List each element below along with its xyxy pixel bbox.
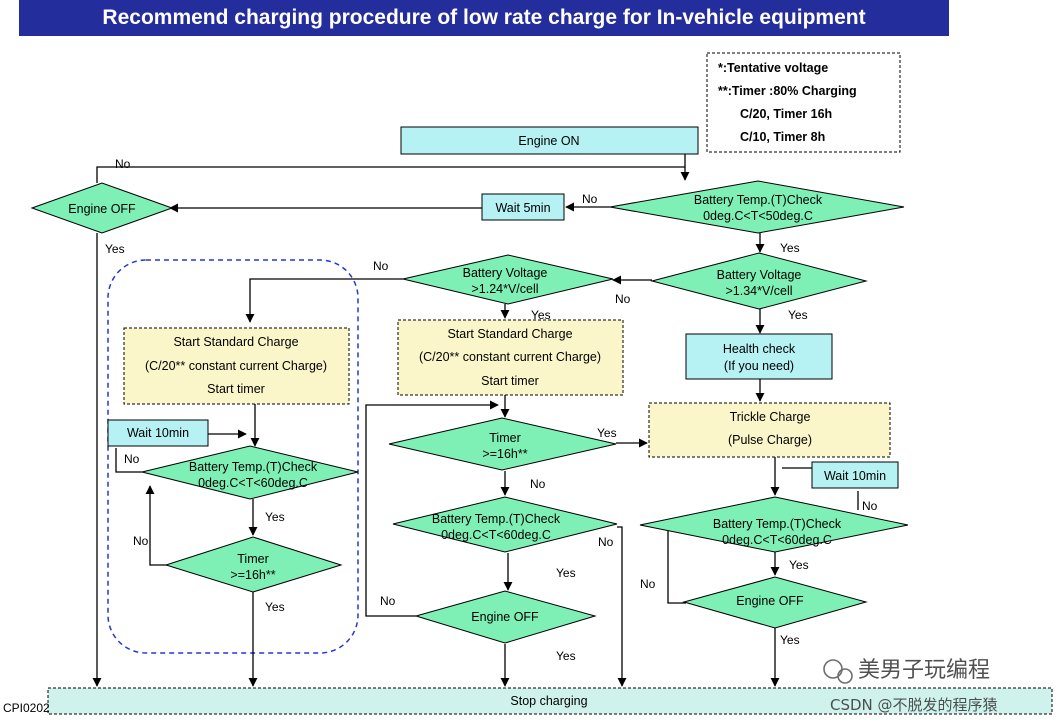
timer-check-left: Timer >=16h** [164, 536, 343, 593]
svg-text:Health check: Health check [723, 342, 796, 356]
label-no: No [115, 157, 131, 171]
svg-text:>1.24*V/cell: >1.24*V/cell [471, 282, 538, 296]
engine-on-box: Engine ON [400, 126, 699, 155]
slide-code: CPI0202 [3, 701, 50, 715]
label-no: No [530, 477, 546, 491]
svg-text:Wait 10min: Wait 10min [824, 469, 886, 483]
note-c10: C/10, Timer 8h [740, 130, 825, 144]
svg-text:Wait 5min: Wait 5min [495, 201, 550, 215]
notes-box: *:Tentative voltage **:Timer :80% Chargi… [706, 52, 901, 153]
note-tentative: *:Tentative voltage [718, 61, 828, 75]
timer-check-middle: Timer >=16h** [388, 417, 617, 471]
battery-voltage-134: Battery Voltage >1.34*V/cell [650, 252, 868, 310]
svg-text:>1.34*V/cell: >1.34*V/cell [725, 284, 792, 298]
svg-text:Engine ON: Engine ON [518, 134, 579, 148]
label-yes: Yes [531, 308, 551, 322]
svg-text:Timer: Timer [489, 431, 520, 445]
label-yes: Yes [265, 600, 285, 614]
engine-off-right: Engine OFF [682, 576, 868, 629]
svg-text:Stop charging: Stop charging [510, 694, 587, 708]
battery-temp-check-right: Battery Temp.(T)Check 0deg.C<T<60deg.C [639, 496, 909, 553]
label-no: No [615, 292, 631, 306]
health-check-box: Health check (If you need) [685, 333, 833, 380]
trickle-charge-box: Trickle Charge (Pulse Charge) [648, 402, 891, 458]
engine-off-middle: Engine OFF [414, 590, 597, 644]
label-no: No [380, 594, 396, 608]
battery-voltage-124: Battery Voltage >1.24*V/cell [402, 254, 614, 305]
label-no: No [133, 534, 149, 548]
watermark: 美男子玩编程 CSDN @不脱发的程序猿 [823, 658, 998, 714]
label-yes: Yes [788, 308, 808, 322]
svg-text:(Pulse Charge): (Pulse Charge) [728, 433, 812, 447]
svg-text:Battery Voltage: Battery Voltage [717, 268, 802, 282]
wechat-icon [823, 659, 853, 684]
wait-10min-right-box: Wait 10min [811, 461, 899, 489]
label-no: No [862, 499, 878, 513]
svg-text:Battery Voltage: Battery Voltage [463, 266, 548, 280]
note-c20: C/20, Timer 16h [740, 107, 832, 121]
svg-text:Battery Temp.(T)Check: Battery Temp.(T)Check [189, 460, 318, 474]
label-no: No [124, 452, 140, 466]
label-yes: Yes [265, 510, 285, 524]
standard-charge-group [107, 259, 359, 654]
svg-text:Wait 10min: Wait 10min [127, 426, 189, 440]
svg-text:(C/20** constant current Charg: (C/20** constant current Charge) [145, 359, 327, 373]
svg-text:>=16h**: >=16h** [482, 447, 527, 461]
svg-text:Start Standard Charge: Start Standard Charge [173, 335, 298, 349]
svg-text:Engine OFF: Engine OFF [736, 594, 804, 608]
label-yes: Yes [105, 242, 125, 256]
svg-text:0deg.C<T<60deg.C: 0deg.C<T<60deg.C [198, 476, 308, 490]
watermark-main: 美男子玩编程 [858, 658, 990, 683]
wait-10min-left-box: Wait 10min [107, 419, 209, 447]
engine-off-top: Engine OFF [30, 182, 174, 234]
start-standard-charge-middle: Start Standard Charge (C/20** constant c… [397, 319, 624, 396]
label-yes: Yes [780, 633, 800, 647]
svg-text:Battery Temp.(T)Check: Battery Temp.(T)Check [694, 193, 823, 207]
svg-text:(If you need): (If you need) [724, 359, 794, 373]
svg-text:0deg.C<T<60deg.C: 0deg.C<T<60deg.C [722, 533, 832, 547]
svg-text:0deg.C<T<50deg.C: 0deg.C<T<50deg.C [703, 209, 813, 223]
battery-temp-check-left: Battery Temp.(T)Check 0deg.C<T<60deg.C [141, 445, 359, 500]
note-timer: **:Timer :80% Charging [718, 84, 857, 98]
start-standard-charge-left: Start Standard Charge (C/20** constant c… [123, 327, 350, 405]
battery-temp-check-main: Battery Temp.(T)Check 0deg.C<T<50deg.C [609, 180, 905, 234]
wait-5min-box: Wait 5min [481, 193, 565, 221]
svg-text:Battery Temp.(T)Check: Battery Temp.(T)Check [432, 512, 561, 526]
watermark-sub: CSDN @不脱发的程序猿 [830, 696, 998, 714]
label-no: No [373, 259, 389, 273]
svg-text:(C/20** constant current Charg: (C/20** constant current Charge) [419, 350, 601, 364]
battery-temp-check-middle: Battery Temp.(T)Check 0deg.C<T<60deg.C [392, 496, 618, 553]
page-title: Recommend charging procedure of low rate… [19, 0, 949, 36]
svg-text:Battery Temp.(T)Check: Battery Temp.(T)Check [713, 517, 842, 531]
svg-text:Trickle Charge: Trickle Charge [730, 410, 811, 424]
label-yes: Yes [597, 426, 617, 440]
svg-text:>=16h**: >=16h** [230, 568, 275, 582]
label-yes: Yes [556, 649, 576, 663]
svg-text:Engine OFF: Engine OFF [68, 202, 136, 216]
svg-text:Start Standard Charge: Start Standard Charge [447, 327, 572, 341]
label-no: No [598, 535, 614, 549]
label-no: No [640, 577, 656, 591]
svg-text:Engine OFF: Engine OFF [471, 610, 539, 624]
svg-text:Timer: Timer [237, 552, 268, 566]
label-no: No [582, 192, 598, 206]
svg-text:Start timer: Start timer [481, 374, 539, 388]
stop-charging-box: Stop charging [47, 687, 1053, 715]
svg-text:0deg.C<T<60deg.C: 0deg.C<T<60deg.C [441, 528, 551, 542]
branch-labels: No No Yes Yes No No Yes Yes Yes No No No… [105, 157, 878, 663]
svg-text:Start timer: Start timer [207, 382, 265, 396]
label-yes: Yes [556, 566, 576, 580]
label-yes: Yes [780, 241, 800, 255]
label-yes: Yes [789, 558, 809, 572]
